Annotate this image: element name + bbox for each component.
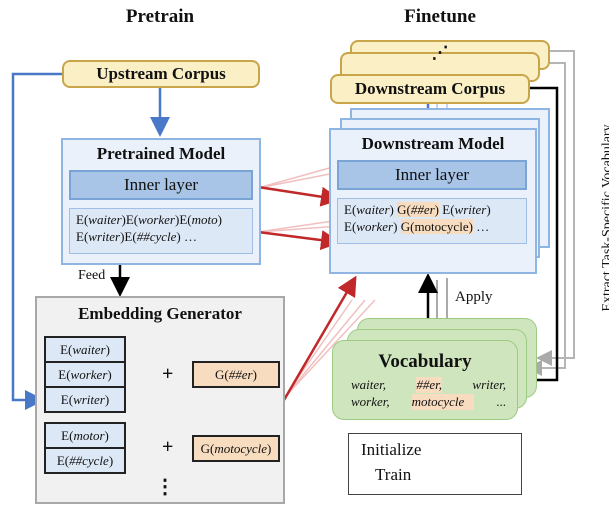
pretrained-embeddings: E(waiter)E(worker)E(moto) E(writer)E(##c… — [69, 208, 253, 254]
init-arrow-inner-layer — [257, 185, 341, 207]
input-embedding-waiter: E(waiter) — [44, 336, 126, 363]
train-arrow-upstream-to-generator — [11, 72, 62, 410]
downstream-inner-layer: Inner layer — [337, 160, 527, 190]
vocabulary-row-2: worker,motocycle... — [351, 394, 506, 410]
apply-label: Apply — [455, 289, 493, 305]
pretrain-title: Pretrain — [125, 6, 195, 27]
downstream-embeddings-line2: E(worker) G(motocycle) … — [344, 219, 490, 234]
plus-icon-1: + — [162, 363, 174, 385]
upstream-corpus: Upstream Corpus — [62, 60, 260, 88]
init-arrow-generator — [282, 275, 357, 401]
extract-label: Extract Task-Specific Vocabulary — [600, 124, 609, 312]
more-ellipsis: ⋮ — [155, 476, 175, 498]
downstream-model-title: Downstream Model — [361, 134, 505, 153]
pretrained-embeddings-line1: E(waiter)E(worker)E(moto) — [76, 212, 222, 227]
vocabulary: Vocabulary waiter,##er,writer, worker,mo… — [332, 340, 518, 420]
generated-embedding-er: G(##er) — [397, 202, 440, 217]
downstream-embeddings-line1: E(waiter) G(##er) E(writer) — [344, 202, 491, 217]
generated-embedding-motocycle: G(motocycle) — [400, 219, 473, 234]
input-embedding-worker: E(worker) — [44, 361, 126, 388]
input-embedding-motor: E(motor) — [44, 422, 126, 449]
pretrained-model: Pretrained Model Inner layer E(waiter)E(… — [61, 138, 261, 265]
input-embedding-writer: E(writer) — [44, 386, 126, 413]
downstream-corpus: Downstream Corpus — [330, 74, 530, 104]
embedding-generator-title: Embedding Generator — [78, 304, 242, 323]
input-embedding-cycle: E(##cycle) — [44, 447, 126, 474]
plus-icon-2: + — [162, 436, 174, 458]
pretrained-embeddings-line2: E(writer)E(##cycle) … — [76, 229, 197, 244]
extract-arrow — [515, 86, 559, 390]
downstream-embeddings: E(waiter) G(##er) E(writer) E(worker) G(… — [337, 198, 527, 244]
vocabulary-title: Vocabulary — [378, 351, 472, 372]
legend: Initialize Train — [348, 433, 522, 495]
init-arrow-embeddings — [257, 230, 341, 251]
pretrained-inner-layer: Inner layer — [69, 170, 253, 200]
generated-embedding-motocycle-box: G(motocycle) — [192, 435, 280, 462]
feed-label: Feed — [78, 268, 106, 283]
legend-initialize-label: Initialize — [361, 440, 422, 459]
pretrained-model-title: Pretrained Model — [96, 144, 226, 163]
legend-train-label: Train — [375, 465, 412, 484]
downstream-model: Downstream Model Inner layer E(waiter) G… — [329, 128, 537, 274]
generated-embedding-er-box: G(##er) — [192, 361, 280, 388]
vocabulary-row-1: waiter,##er,writer, — [351, 377, 506, 393]
finetune-title: Finetune — [404, 6, 476, 27]
stack-ellipsis: ⋰ — [431, 43, 449, 62]
